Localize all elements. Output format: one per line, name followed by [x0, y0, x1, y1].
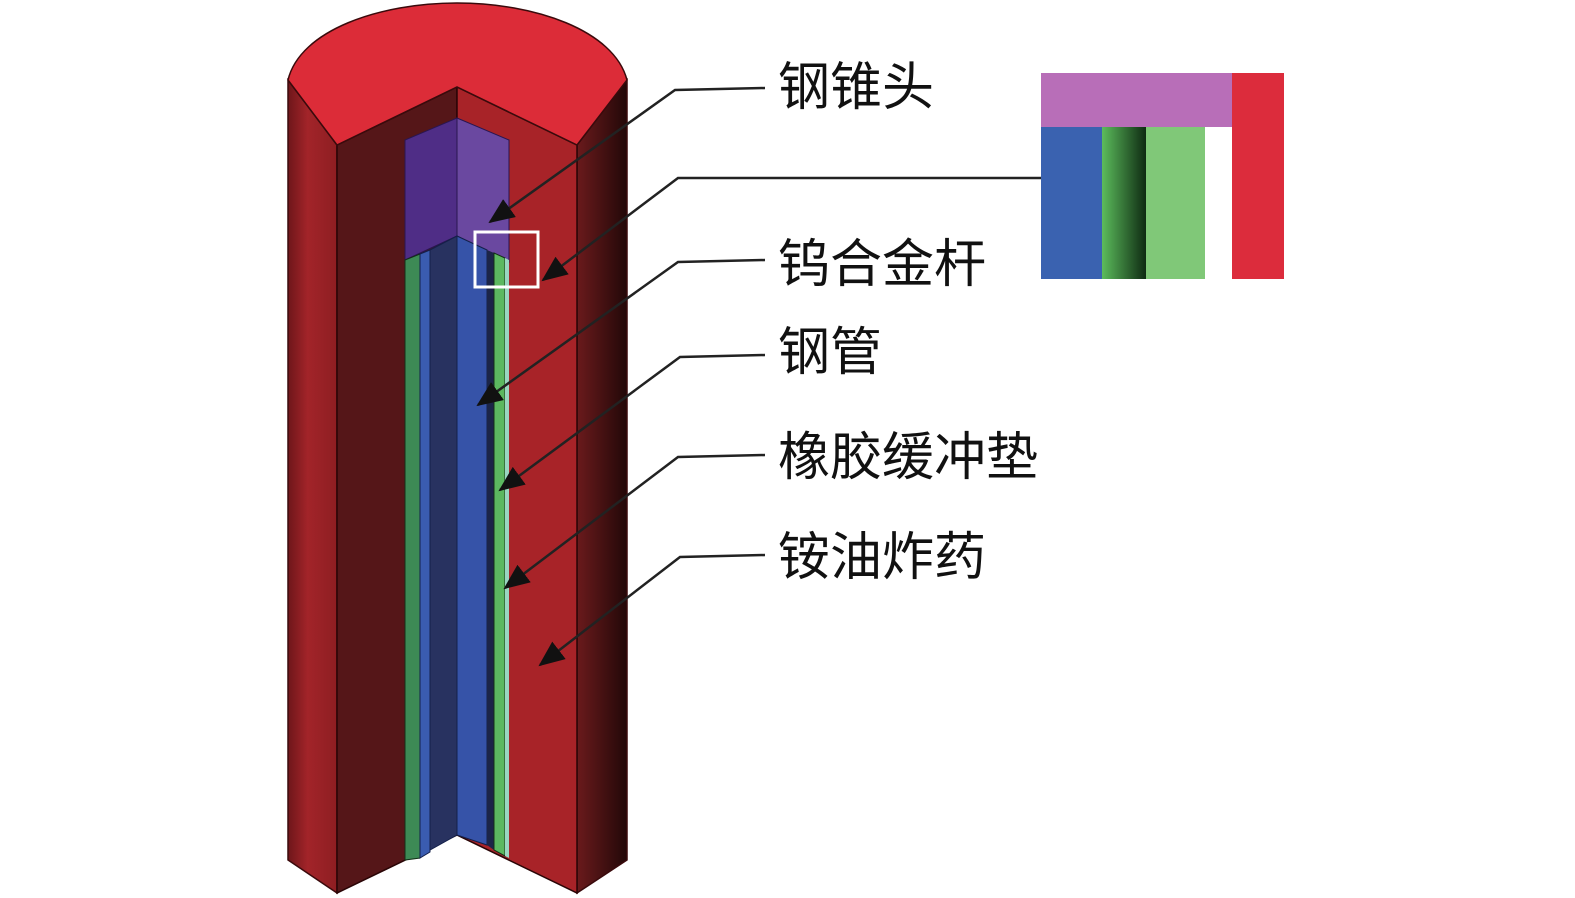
outer-left-side	[287, 77, 338, 895]
inner-layers	[404, 235, 509, 861]
leader-lines	[476, 86, 1041, 667]
detail-marker-box	[473, 230, 540, 289]
steel-cone	[404, 117, 510, 263]
detail-inset	[1041, 73, 1284, 279]
top-face	[287, 2, 628, 146]
label-tungsten-rod: 钨合金杆	[778, 235, 986, 295]
label-steel-cone: 钢锥头	[778, 58, 934, 118]
label-anfo-explosive: 铵油炸药	[778, 528, 986, 588]
label-steel-tube: 钢管	[778, 323, 882, 383]
cylinder-model	[287, 2, 628, 895]
label-rubber-pad: 橡胶缓冲垫	[778, 428, 1038, 488]
outer-right-side	[576, 77, 628, 895]
